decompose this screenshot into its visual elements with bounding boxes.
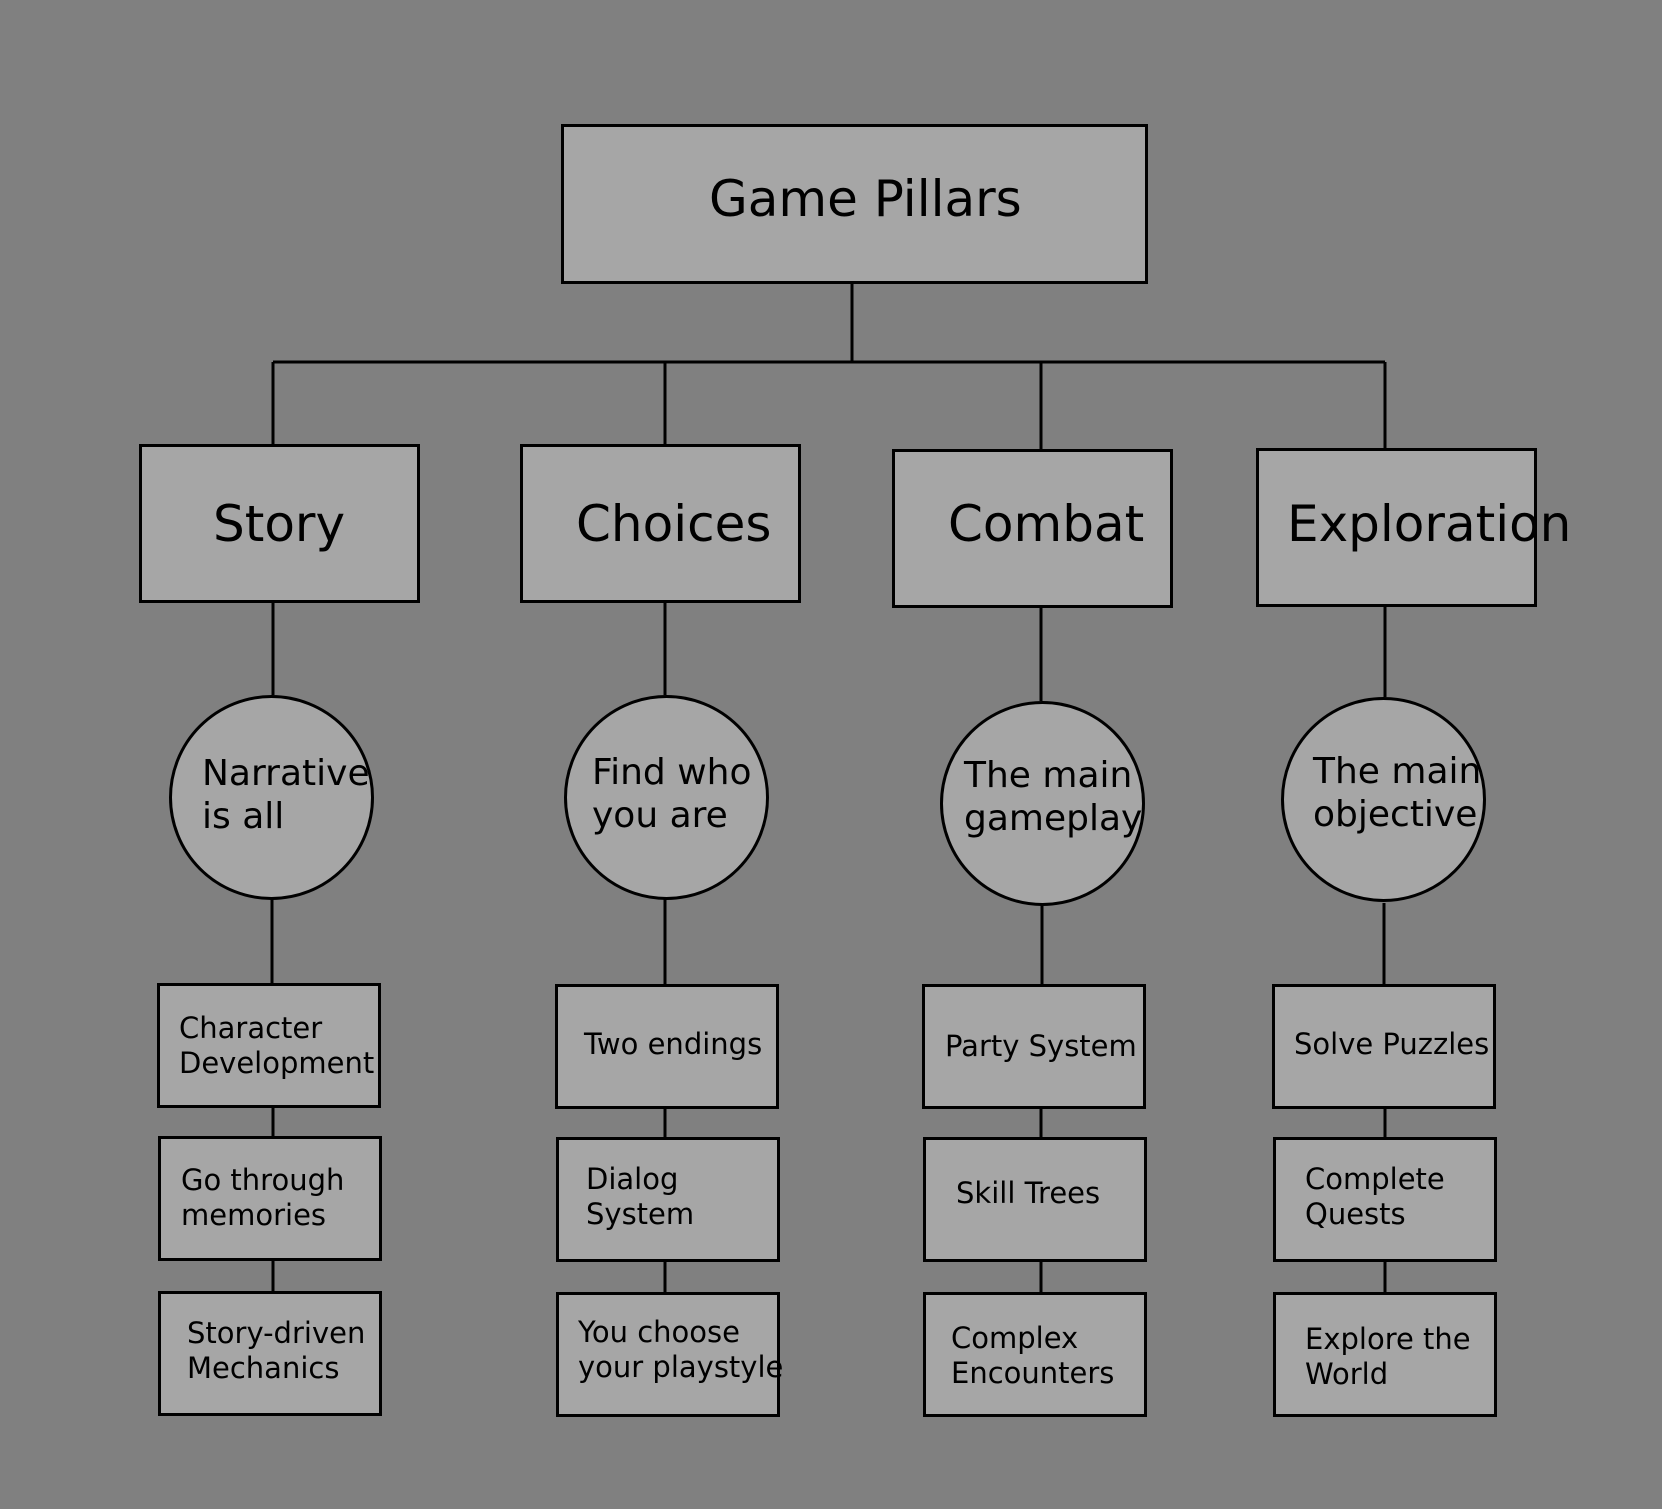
root-node: Game Pillars [561, 124, 1148, 284]
choices-item-3-text: You choose your playstyle [578, 1315, 784, 1385]
exploration-item-2-text: Complete Quests [1305, 1162, 1445, 1232]
pillar-exploration: Exploration [1256, 448, 1571, 607]
combat-item-2-text: Skill Trees [956, 1176, 1101, 1210]
story-item-1: Character Development [157, 983, 381, 1108]
pillar-choices-title: Choices [576, 495, 772, 553]
pillar-story: Story [139, 444, 420, 603]
motto-choices: Find who you are [564, 695, 769, 900]
motto-combat: The main gameplay [940, 701, 1145, 906]
choices-item-2-text: Dialog System [586, 1162, 695, 1232]
combat-item-1: Party System [922, 984, 1146, 1109]
motto-choices-text: Find who you are [592, 752, 752, 837]
story-item-1-text: Character Development [179, 1011, 375, 1081]
choices-item-1-text: Two endings [584, 1027, 763, 1061]
combat-item-3: Complex Encounters [923, 1292, 1147, 1417]
exploration-item-3-text: Explore the World [1305, 1322, 1471, 1392]
motto-story-text: Narrative is all [202, 753, 370, 838]
story-item-2: Go through memories [158, 1136, 382, 1261]
combat-item-1-text: Party System [945, 1029, 1137, 1063]
exploration-item-3: Explore the World [1273, 1292, 1497, 1417]
story-item-3: Story-driven Mechanics [158, 1291, 382, 1416]
root-label: Game Pillars [709, 170, 1022, 228]
choices-item-2: Dialog System [556, 1137, 780, 1262]
combat-item-2: Skill Trees [923, 1137, 1147, 1262]
choices-item-1: Two endings [555, 984, 779, 1109]
pillar-combat: Combat [892, 449, 1173, 608]
pillar-combat-title: Combat [948, 495, 1145, 553]
motto-exploration-text: The main objective [1313, 751, 1482, 836]
pillar-choices: Choices [520, 444, 801, 603]
story-item-2-text: Go through memories [181, 1163, 345, 1233]
pillar-story-title: Story [213, 495, 346, 553]
exploration-item-1-text: Solve Puzzles [1294, 1027, 1490, 1061]
exploration-item-2: Complete Quests [1273, 1137, 1497, 1262]
motto-story: Narrative is all [169, 695, 374, 900]
choices-item-3: You choose your playstyle [556, 1292, 784, 1417]
combat-item-3-text: Complex Encounters [951, 1321, 1115, 1391]
motto-exploration: The main objective [1281, 697, 1486, 902]
story-item-3-text: Story-driven Mechanics [187, 1316, 366, 1386]
pillar-exploration-title: Exploration [1287, 495, 1572, 553]
exploration-item-1: Solve Puzzles [1272, 984, 1496, 1109]
motto-combat-text: The main gameplay [964, 755, 1143, 840]
